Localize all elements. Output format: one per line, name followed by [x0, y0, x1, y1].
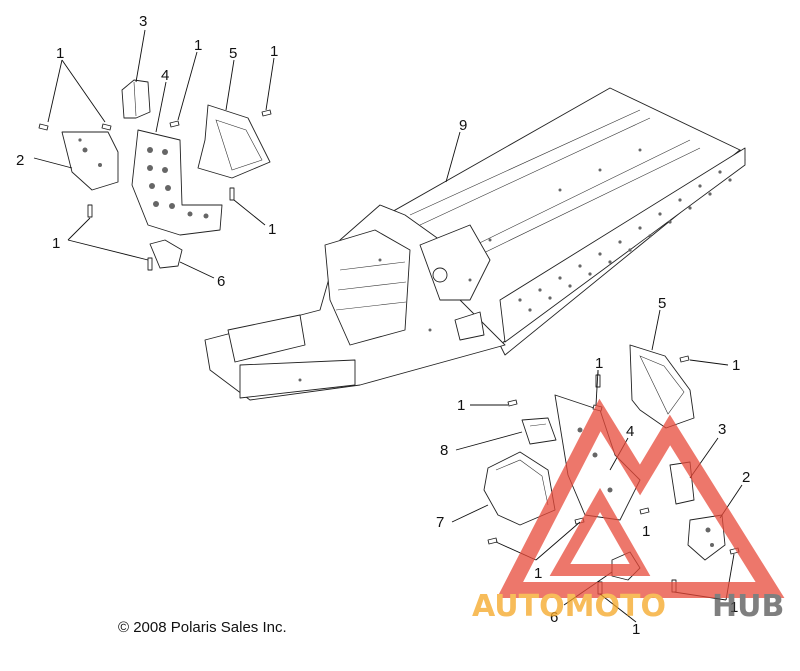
bolts-left — [38, 109, 272, 271]
callout-2: 2 — [742, 469, 750, 486]
automotohub-watermark: AUTOMOTO HUB — [472, 398, 785, 624]
watermark-brand-a: AUTOMOTO — [472, 589, 666, 624]
callout-1: 1 — [268, 221, 276, 238]
watermark-brand-b: HUB — [712, 589, 784, 624]
callout-2: 2 — [16, 152, 24, 169]
copyright-text: © 2008 Polaris Sales Inc. — [118, 619, 287, 636]
callout-6: 6 — [217, 273, 225, 290]
callout-1: 1 — [732, 357, 740, 374]
callout-6: 6 — [550, 609, 558, 626]
callout-labels: 1 3 1 5 1 4 2 1 1 6 9 5 1 1 1 8 4 3 2 7 … — [16, 13, 750, 638]
callout-1: 1 — [194, 37, 202, 54]
part-8-block — [521, 417, 557, 445]
callout-8: 8 — [440, 442, 448, 459]
part-6-clip-left — [149, 239, 183, 269]
callout-1: 1 — [730, 599, 738, 616]
callout-1: 1 — [457, 397, 465, 414]
callout-4: 4 — [161, 67, 169, 84]
callout-5: 5 — [658, 295, 666, 312]
part-3-bracket-left — [121, 79, 151, 119]
chassis-tunnel — [204, 87, 746, 401]
callout-9: 9 — [459, 117, 467, 134]
callout-1: 1 — [52, 235, 60, 252]
callout-1: 1 — [56, 45, 64, 62]
callout-3: 3 — [718, 421, 726, 438]
part-5-plate-left — [197, 104, 271, 179]
callout-3: 3 — [139, 13, 147, 30]
part-4-guard-left — [131, 129, 223, 236]
callout-7: 7 — [436, 514, 444, 531]
part-5-plate-right — [629, 344, 695, 429]
triangle-logo-icon — [496, 398, 785, 598]
callout-4: 4 — [626, 423, 634, 440]
part-7-cover — [483, 451, 556, 526]
callout-1: 1 — [632, 621, 640, 638]
callout-1: 1 — [534, 565, 542, 582]
callout-5: 5 — [229, 45, 237, 62]
callout-1: 1 — [270, 43, 278, 60]
callout-1: 1 — [595, 355, 603, 372]
callout-1: 1 — [642, 523, 650, 540]
part-2-bracket-left — [61, 131, 119, 191]
